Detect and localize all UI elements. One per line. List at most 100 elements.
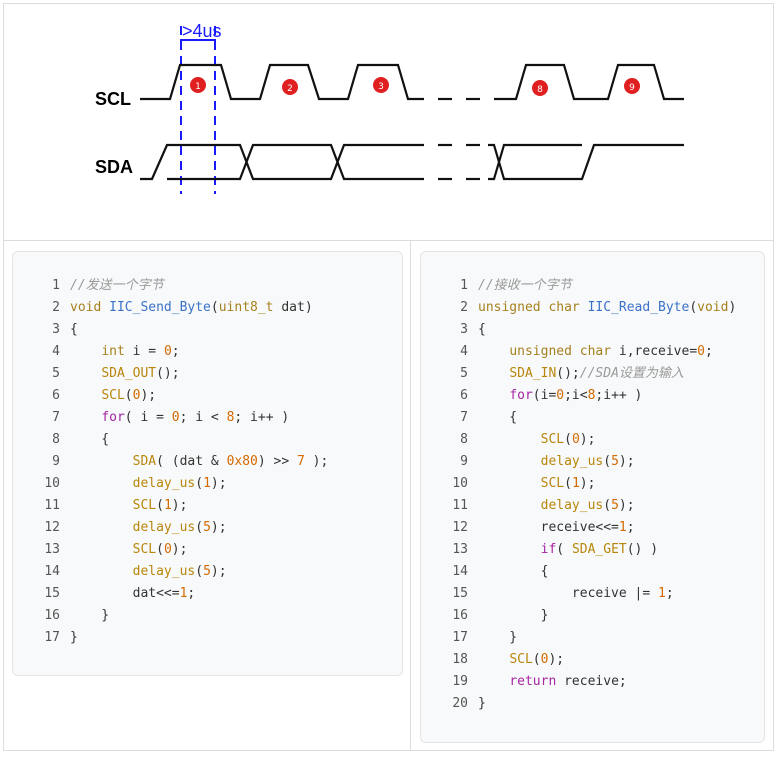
code-token: } bbox=[478, 696, 486, 711]
sda-waveform-high bbox=[167, 143, 424, 181]
code-token: ); bbox=[171, 542, 188, 557]
code-token: ( bbox=[564, 432, 572, 447]
code-line: 16 } bbox=[421, 605, 736, 627]
line-number: 15 bbox=[452, 586, 468, 601]
code-token: ; bbox=[626, 520, 635, 535]
code-line: 4 unsigned char i,receive=0; bbox=[421, 341, 736, 363]
line-number: 4 bbox=[460, 344, 468, 359]
code-token: void bbox=[697, 300, 729, 315]
code-token: void bbox=[70, 300, 110, 315]
pulse-number-9: 9 bbox=[629, 83, 635, 93]
code-token bbox=[478, 674, 509, 689]
code-token bbox=[478, 476, 541, 491]
code-token: 0 bbox=[171, 410, 180, 425]
code-token: ;i< bbox=[564, 388, 588, 403]
code-line: 16 } bbox=[13, 605, 328, 627]
code-token: SCL bbox=[540, 476, 565, 491]
code-token: ; bbox=[665, 586, 674, 601]
line-number: 14 bbox=[44, 564, 60, 579]
code-token: for bbox=[509, 388, 533, 403]
code-token: (); bbox=[556, 366, 580, 381]
code-token: ); bbox=[171, 498, 188, 513]
pulse-number-1: 1 bbox=[195, 82, 201, 92]
code-line: 11 SCL(1); bbox=[13, 495, 328, 517]
line-number: 2 bbox=[460, 300, 468, 315]
code-token bbox=[70, 520, 133, 535]
code-token: IIC_Send_Byte bbox=[109, 300, 211, 315]
code-token: 0x80 bbox=[226, 454, 258, 469]
code-token: 1 bbox=[618, 520, 627, 535]
line-number: 3 bbox=[460, 322, 468, 337]
code-token: (); bbox=[156, 366, 180, 381]
code-line: 2 void IIC_Send_Byte(uint8_t dat) bbox=[13, 297, 328, 319]
sda-waveform-tail-a bbox=[488, 143, 684, 181]
code-token bbox=[478, 432, 541, 447]
code-token: ( bbox=[195, 520, 204, 535]
code-token: ( bbox=[556, 542, 572, 557]
code-token: 7 bbox=[297, 454, 305, 469]
code-token: receive<<= bbox=[478, 520, 619, 535]
code-token: () ) bbox=[626, 542, 659, 557]
code-token: } bbox=[70, 630, 78, 645]
code-token bbox=[478, 498, 541, 513]
code-token: ( bbox=[156, 542, 164, 557]
line-number: 10 bbox=[452, 476, 468, 491]
code-token: if bbox=[540, 542, 557, 557]
code-token bbox=[478, 388, 509, 403]
code-token: dat<<= bbox=[70, 586, 180, 601]
code-token: 8 bbox=[226, 410, 235, 425]
code-token: i,receive= bbox=[611, 344, 698, 359]
code-token bbox=[478, 366, 509, 381]
code-token: (i= bbox=[532, 388, 557, 403]
line-number: 7 bbox=[52, 410, 60, 425]
scl-waveform bbox=[140, 63, 424, 101]
code-token bbox=[70, 366, 101, 381]
code-line: 5 SDA_OUT(); bbox=[13, 363, 328, 385]
code-token: } bbox=[478, 608, 549, 623]
line-number: 11 bbox=[44, 498, 60, 513]
sda-waveform-tail-b bbox=[488, 143, 582, 181]
code-token: uint8_t bbox=[218, 300, 274, 315]
code-token: ); bbox=[140, 388, 157, 403]
code-token: 8 bbox=[587, 388, 596, 403]
code-token: ; bbox=[187, 586, 196, 601]
code-token: dat) bbox=[273, 300, 313, 315]
code-token: ; bbox=[704, 344, 713, 359]
code-token: unsigned char bbox=[509, 344, 612, 359]
sda-waveform-low bbox=[140, 143, 424, 181]
code-token: i = bbox=[124, 344, 164, 359]
code-line: 10 SCL(1); bbox=[421, 473, 736, 495]
line-number: 8 bbox=[460, 432, 468, 447]
code-token: 0 bbox=[556, 388, 565, 403]
code-line: 12 delay_us(5); bbox=[13, 517, 328, 539]
timing-diagram-svg: >4us SCL SDA 1 2 3 bbox=[95, 21, 684, 194]
line-number: 2 bbox=[52, 300, 60, 315]
pulse-number-2: 2 bbox=[287, 84, 293, 94]
pulse-badge-3: 3 bbox=[373, 77, 389, 93]
code-line: 3{ bbox=[13, 319, 328, 341]
code-token: { bbox=[70, 322, 78, 337]
code-token: ) bbox=[728, 300, 737, 315]
code-line: 8 { bbox=[13, 429, 328, 451]
code-token: 0 bbox=[132, 388, 141, 403]
code-token: { bbox=[478, 410, 518, 425]
code-token bbox=[70, 410, 101, 425]
code-line: 12 receive<<=1; bbox=[421, 517, 736, 539]
pulse-badge-8: 8 bbox=[532, 80, 548, 96]
code-token: 0 bbox=[540, 652, 549, 667]
code-token: ( bbox=[210, 300, 219, 315]
code-token: int bbox=[101, 344, 125, 359]
code-token: { bbox=[478, 564, 549, 579]
line-number: 10 bbox=[44, 476, 60, 491]
code-token: //接收一个字节 bbox=[478, 278, 572, 293]
code-token: 1 bbox=[203, 476, 211, 491]
pulse-number-3: 3 bbox=[378, 82, 384, 92]
code-token: //发送一个字节 bbox=[70, 278, 164, 293]
code-token: { bbox=[70, 432, 110, 447]
code-token: SCL bbox=[132, 542, 157, 557]
line-number: 17 bbox=[44, 630, 60, 645]
code-token: SCL bbox=[132, 498, 157, 513]
